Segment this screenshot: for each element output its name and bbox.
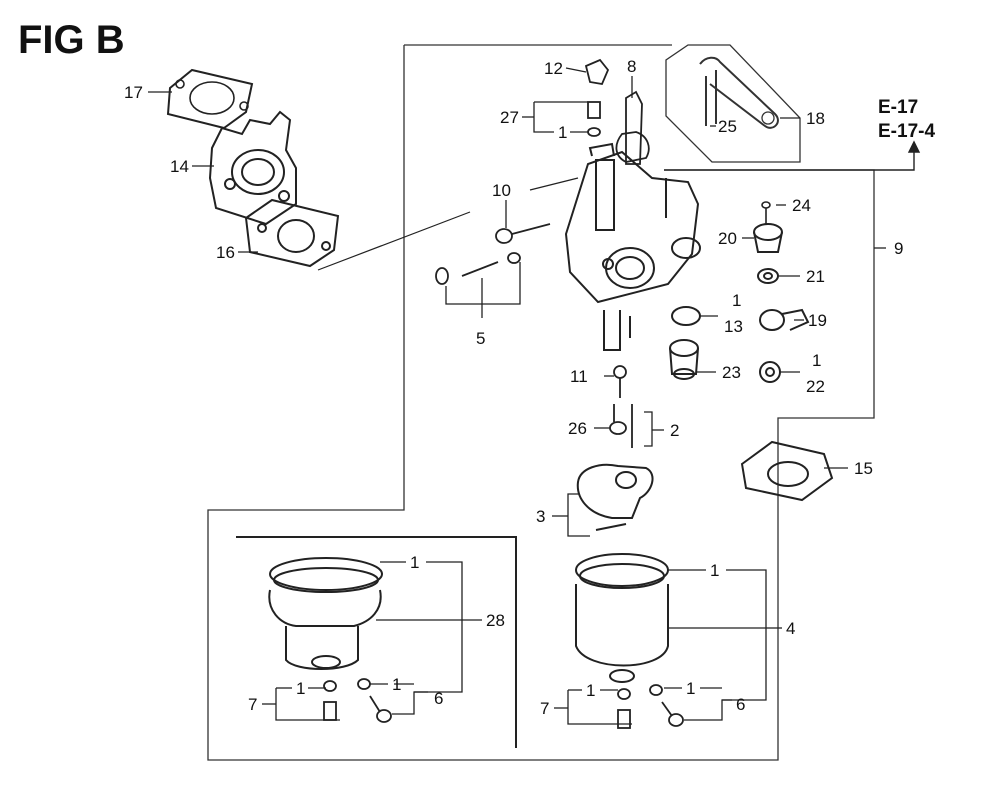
callout-5: 5 xyxy=(476,329,485,348)
callout-11: 11 xyxy=(570,367,588,386)
part-27-screw xyxy=(587,101,601,137)
carburetor-body xyxy=(564,142,701,351)
part-10-screw xyxy=(495,223,551,244)
part-4-screws xyxy=(617,684,684,729)
part-5-screw-set xyxy=(435,252,521,285)
part-2-26-jet xyxy=(609,404,633,448)
callout-15: 15 xyxy=(854,459,873,478)
group-28-frame xyxy=(236,536,517,748)
reference-labels: E-17 E-17-4 xyxy=(878,96,935,144)
callout-22: 22 xyxy=(806,377,825,396)
callout-20: 20 xyxy=(718,229,737,248)
callout-8: 8 xyxy=(627,57,636,76)
callout-9: 9 xyxy=(894,239,903,258)
part-12 xyxy=(584,58,610,86)
part-20-cap xyxy=(753,223,783,253)
callout-1-f: 1 xyxy=(296,679,305,698)
reference-e17: E-17 xyxy=(878,97,919,118)
callout-10: 10 xyxy=(492,181,511,200)
part-11-needle xyxy=(613,365,627,398)
callout-1-g: 1 xyxy=(710,561,719,580)
callout-12: 12 xyxy=(544,59,563,78)
callout-19: 19 xyxy=(808,311,827,330)
callout-13: 13 xyxy=(724,317,743,336)
reference-e17-4: E-17-4 xyxy=(878,121,936,142)
part-3-float xyxy=(576,463,654,531)
callout-1-c: 1 xyxy=(812,351,821,370)
callout-14: 14 xyxy=(170,157,189,176)
arrow-to-reference xyxy=(664,140,921,171)
part-4-bowl xyxy=(575,553,669,683)
callout-6-a: 6 xyxy=(434,689,443,708)
part-17-gasket xyxy=(166,68,254,130)
callout-1-h: 1 xyxy=(686,679,695,698)
part-18-box xyxy=(665,44,801,163)
part-21-nut xyxy=(757,268,779,284)
callout-23: 23 xyxy=(722,363,741,382)
callout-1-e: 1 xyxy=(392,675,401,694)
part-23-jet xyxy=(669,339,699,380)
callout-1-b: 1 xyxy=(732,291,741,310)
callout-2: 2 xyxy=(670,421,679,440)
leader-lines xyxy=(148,67,886,725)
part-15-gasket xyxy=(740,440,834,502)
callout-24: 24 xyxy=(792,196,811,215)
callout-21: 21 xyxy=(806,267,825,286)
part-24-screw xyxy=(761,201,771,224)
callout-3: 3 xyxy=(536,507,545,526)
part-8-lever xyxy=(615,90,650,165)
part-22-nut xyxy=(759,361,781,383)
callout-26: 26 xyxy=(568,419,587,438)
part-19 xyxy=(759,308,810,331)
callout-1-a: 1 xyxy=(558,123,567,142)
callout-6-b: 6 xyxy=(736,695,745,714)
callout-4: 4 xyxy=(786,619,795,638)
callout-18: 18 xyxy=(806,109,825,128)
part-13-oring xyxy=(671,306,701,326)
figure-title: FIG B xyxy=(18,18,125,62)
assembly-boundary xyxy=(207,44,875,761)
part-14-insulator xyxy=(208,110,297,226)
callout-16: 16 xyxy=(216,243,235,262)
callout-numbers: 17 14 16 12 8 27 1 18 25 10 24 20 9 21 1… xyxy=(124,57,903,718)
callout-7-b: 7 xyxy=(540,699,549,718)
part-28-bowl xyxy=(268,557,383,670)
callout-1-i: 1 xyxy=(586,681,595,700)
callout-25: 25 xyxy=(718,117,737,136)
callout-7-a: 7 xyxy=(248,695,257,714)
callout-17: 17 xyxy=(124,83,143,102)
callout-28: 28 xyxy=(486,611,505,630)
part-28-screws xyxy=(323,678,392,723)
callout-1-d: 1 xyxy=(410,553,419,572)
part-16-gasket xyxy=(244,198,340,268)
callout-27: 27 xyxy=(500,108,519,127)
